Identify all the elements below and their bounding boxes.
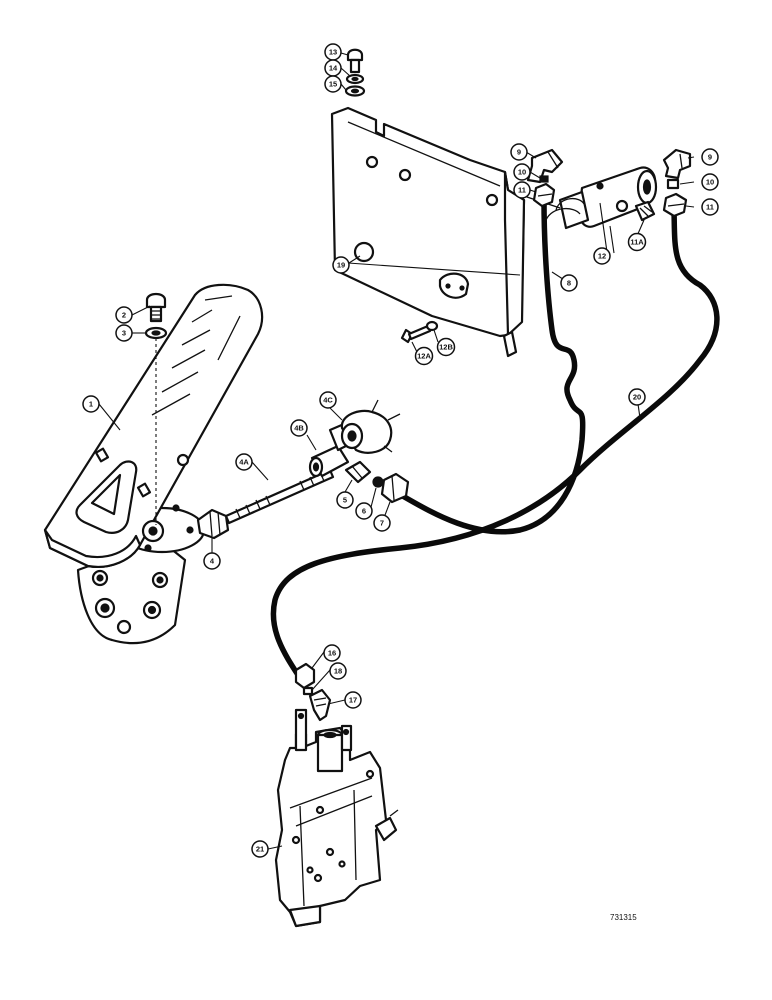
sleeve-10-left (539, 175, 549, 183)
callout-7: 7 (373, 514, 391, 532)
svg-text:12: 12 (598, 252, 606, 261)
svg-text:18: 18 (334, 667, 342, 676)
callout-12: 12 (593, 247, 611, 265)
svg-text:8: 8 (567, 279, 571, 288)
svg-text:21: 21 (256, 845, 264, 854)
brake-pedal (43, 283, 264, 645)
fitting-4 (196, 508, 230, 540)
callout-10-left: 10 (513, 163, 531, 181)
control-valve-21 (274, 708, 399, 928)
callout-21: 21 (251, 840, 269, 858)
elbow-9-right (662, 148, 692, 180)
svg-text:17: 17 (349, 696, 357, 705)
switch-4C (340, 399, 401, 454)
svg-text:6: 6 (362, 507, 366, 516)
callout-17: 17 (344, 691, 362, 709)
svg-text:16: 16 (328, 649, 336, 658)
callout-4A: 4A (235, 453, 253, 471)
callout-15: 15 (324, 75, 342, 93)
callout-10-right: 10 (701, 173, 719, 191)
callout-5: 5 (336, 491, 354, 509)
hose-8 (389, 197, 586, 535)
nut-11-right (662, 192, 688, 218)
callout-12A: 12A (414, 346, 434, 366)
svg-text:12A: 12A (417, 352, 431, 361)
callout-8: 8 (560, 274, 578, 292)
callout-16: 16 (323, 644, 341, 662)
callout-4: 4 (203, 552, 221, 570)
callout-14: 14 (324, 59, 342, 77)
svg-text:19: 19 (337, 261, 345, 270)
svg-text:1: 1 (89, 400, 93, 409)
callout-4C: 4C (319, 391, 337, 409)
svg-text:2: 2 (122, 311, 126, 320)
bracket-19 (330, 106, 526, 358)
callout-11-right: 11 (701, 198, 719, 216)
screw-12A (400, 324, 432, 344)
elbow-9-left (526, 148, 564, 184)
svg-text:20: 20 (633, 393, 641, 402)
svg-text:3: 3 (122, 329, 126, 338)
svg-text:7: 7 (380, 519, 384, 528)
svg-text:9: 9 (708, 153, 712, 162)
sleeve-10-right (666, 178, 680, 190)
drawing-number: 731315 (610, 913, 637, 922)
callout-9-left: 9 (510, 143, 528, 161)
fitting-5 (344, 460, 372, 484)
fitting-16 (294, 662, 316, 690)
callout-3: 3 (115, 324, 133, 342)
valve-12 (523, 166, 658, 230)
callout-19: 19 (332, 256, 350, 274)
svg-text:9: 9 (517, 148, 521, 157)
svg-text:4C: 4C (323, 396, 333, 405)
svg-text:11A: 11A (630, 238, 644, 247)
nut-11-left (532, 182, 556, 208)
washer-3 (144, 326, 168, 340)
callout-12B: 12B (436, 337, 456, 357)
svg-text:13: 13 (329, 48, 337, 57)
sleeve-18 (302, 686, 314, 696)
svg-text:14: 14 (329, 64, 338, 73)
callout-11A: 11A (627, 232, 647, 252)
callout-13: 13 (324, 43, 342, 61)
svg-text:11: 11 (518, 186, 526, 195)
svg-text:10: 10 (706, 178, 714, 187)
callout-6: 6 (355, 502, 373, 520)
callout-9-right: 9 (701, 148, 719, 166)
bolt-2 (145, 292, 167, 323)
svg-text:4: 4 (210, 557, 215, 566)
svg-text:5: 5 (343, 496, 347, 505)
callout-18: 18 (329, 662, 347, 680)
svg-text:4B: 4B (294, 424, 304, 433)
svg-text:11: 11 (706, 203, 714, 212)
svg-text:10: 10 (518, 168, 526, 177)
elbow-17 (308, 688, 332, 722)
fitting-11A (634, 200, 656, 222)
callout-20: 20 (628, 388, 646, 406)
callout-11-left: 11 (513, 181, 531, 199)
washer-12B (425, 320, 439, 332)
sleeve-6 (372, 476, 384, 488)
bolt-13 (346, 48, 364, 74)
push-rod-4A (224, 468, 335, 525)
svg-text:4A: 4A (239, 458, 249, 467)
callout-4B: 4B (290, 419, 308, 437)
washer-14 (345, 73, 365, 85)
callout-2: 2 (115, 306, 133, 324)
svg-text:12B: 12B (439, 343, 453, 352)
svg-text:15: 15 (329, 80, 337, 89)
callout-1: 1 (82, 395, 100, 413)
nut-7 (380, 472, 410, 504)
washer-15 (344, 85, 366, 97)
hose-20 (270, 207, 720, 681)
